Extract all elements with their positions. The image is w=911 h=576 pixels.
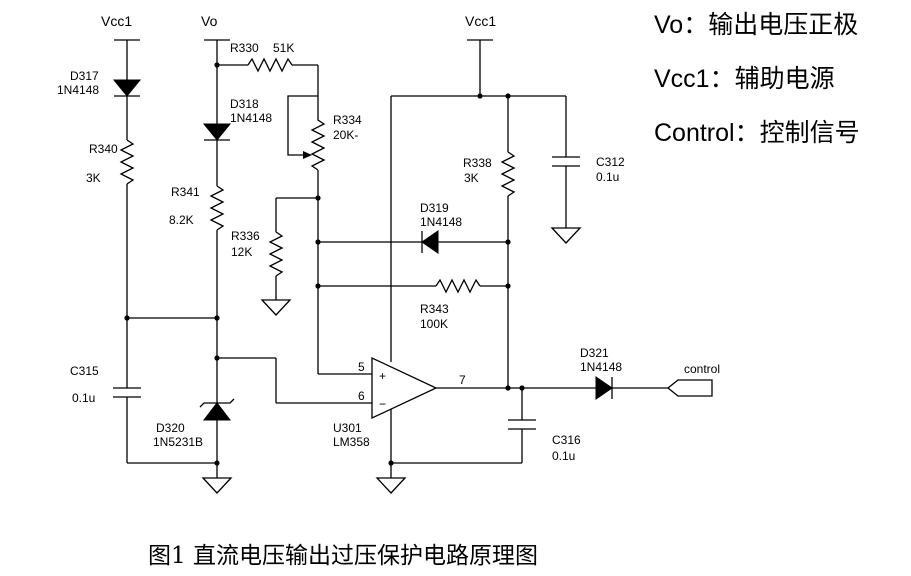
vcc1-right-label: Vcc1 [465, 13, 496, 29]
r341-value: 8.2K [169, 213, 194, 227]
r340-resistor [119, 139, 135, 185]
vcc1-right-branch: Vcc1 R338 3K C312 0.1u [390, 13, 625, 391]
r341-ref: R341 [171, 185, 200, 199]
u301-part: LM358 [333, 435, 370, 449]
r341-resistor [209, 185, 225, 231]
u301-ref: U301 [333, 421, 362, 435]
r336-ref: R336 [231, 229, 260, 243]
r336-value: 12K [231, 245, 252, 259]
r330-ref: R330 [230, 41, 259, 55]
u301-opamp: + − 5 6 7 U301 LM358 [333, 356, 596, 494]
d320-part: 1N5231B [153, 435, 203, 449]
d318-diode [202, 123, 232, 141]
legend-item-vcc1: Vcc1：辅助电源 [654, 65, 835, 93]
d319-part: 1N4148 [420, 215, 462, 229]
d321-part: 1N4148 [580, 360, 622, 374]
r334-potentiometer [310, 84, 326, 171]
r334-ref: R334 [333, 113, 362, 127]
vcc1-left-label: Vcc1 [101, 13, 132, 29]
c316-value: 0.1u [552, 449, 575, 463]
legend-item-vo: Vo：输出电压正极 [654, 11, 858, 39]
c316-capacitor [508, 419, 536, 430]
d318-part: 1N4148 [230, 111, 272, 125]
c312-capacitor [552, 156, 580, 167]
r343-value: 100K [420, 317, 448, 331]
d317-part: 1N4148 [57, 83, 99, 97]
legend-item-control: Control：控制信号 [654, 119, 860, 147]
c315-capacitor [113, 387, 141, 398]
r338-resistor [500, 151, 516, 197]
ground-symbol-r336 [260, 299, 292, 316]
feedback-branch: D319 1N4148 R343 100K [318, 201, 508, 331]
output-branch: C316 0.1u D321 1N4148 control [391, 346, 720, 464]
d319-diode [421, 230, 439, 254]
control-port-symbol [666, 379, 713, 397]
r338-value: 3K [464, 171, 479, 185]
r338-ref: R338 [463, 156, 492, 170]
r343-ref: R343 [420, 302, 449, 316]
r330-value: 51K [273, 41, 294, 55]
vo-label: Vo [201, 13, 218, 29]
c312-value: 0.1u [596, 170, 619, 184]
d318-ref: D318 [230, 97, 259, 111]
c315-ref: C315 [70, 364, 99, 378]
u301-pin7: 7 [459, 373, 466, 387]
d320-ref: D320 [156, 421, 185, 435]
ground-symbol-u301 [375, 477, 407, 494]
r340-value: 3K [86, 171, 101, 185]
c312-ref: C312 [596, 155, 625, 169]
d319-ref: D319 [420, 201, 449, 215]
u301-pin5: 5 [358, 360, 365, 374]
u301-minus-symbol: − [379, 397, 386, 411]
vcc1-left-branch: Vcc1 D317 1N4148 R340 3K C315 0.1u [57, 13, 217, 464]
c316-ref: C316 [552, 433, 581, 447]
d317-diode [112, 79, 142, 97]
u301-pin6: 6 [358, 389, 365, 403]
d321-ref: D321 [580, 346, 609, 360]
r340-ref: R340 [89, 142, 118, 156]
r343-resistor [435, 278, 481, 294]
ground-symbol-c312 [550, 227, 582, 244]
figure-caption: 图1 直流电压输出过压保护电路原理图 [148, 543, 538, 569]
legend: Vo：输出电压正极 Vcc1：辅助电源 Control：控制信号 [654, 11, 860, 147]
d321-diode [595, 376, 613, 400]
vo-branch: Vo R330 51K D318 1N4148 R341 8.2K D320 1 [127, 13, 372, 494]
r336-resistor [268, 231, 284, 277]
ground-symbol-d320 [201, 477, 233, 494]
c315-value: 0.1u [72, 391, 95, 405]
r334-value: 20K- [333, 128, 358, 142]
d317-ref: D317 [70, 69, 99, 83]
u301-plus-symbol: + [379, 369, 386, 383]
r330-resistor [247, 57, 293, 73]
divider-branch: R334 20K- R336 12K [231, 65, 372, 375]
control-port-label: control [684, 362, 720, 376]
